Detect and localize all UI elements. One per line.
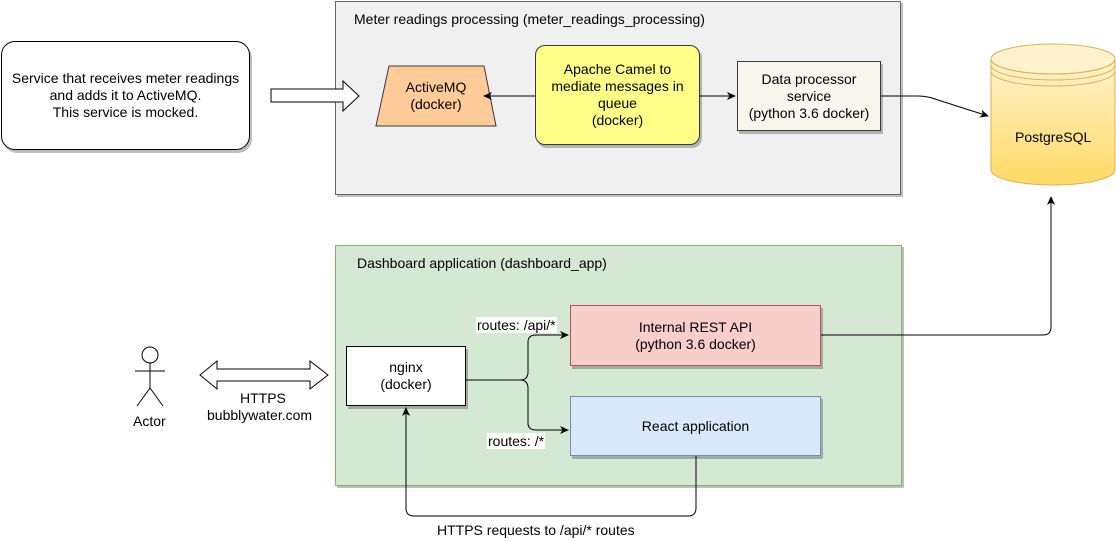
edge-react-to-nginx — [402, 407, 697, 517]
external-service-text: Service that receives meter readings and… — [11, 70, 240, 120]
postgresql-cylinder — [990, 43, 1116, 186]
nginx-label: nginx (docker) — [380, 359, 432, 392]
activemq-node: ActiveMQ (docker) — [380, 66, 492, 126]
external-service-box: Service that receives meter readings and… — [1, 41, 250, 150]
edge-processor-to-db — [881, 95, 989, 118]
activemq-label: ActiveMQ (docker) — [405, 79, 467, 112]
actor-figure — [135, 346, 165, 407]
meter-readings-group-title: Meter readings processing (meter_reading… — [354, 11, 705, 27]
route-api-label: routes: /api/* — [476, 317, 557, 333]
https-domain-label: bubblywater.com — [207, 407, 313, 423]
edge-restapi-to-db — [821, 196, 1055, 336]
edge-nginx-to-react — [466, 379, 569, 434]
rest-api-label: Internal REST API (python 3.6 docker) — [635, 318, 756, 352]
data-processor-node: Data processor service (python 3.6 docke… — [737, 61, 881, 131]
apache-camel-node: Apache Camel to mediate messages in queu… — [535, 45, 700, 145]
apache-camel-label: Apache Camel to mediate messages in queu… — [551, 61, 684, 128]
rest-api-node: Internal REST API (python 3.6 docker) — [570, 305, 821, 366]
dashboard-group-title: Dashboard application (dashboard_app) — [357, 255, 607, 271]
postgresql-label: PostgreSQL — [1015, 129, 1092, 145]
actor-label: Actor — [133, 413, 166, 429]
nginx-node: nginx (docker) — [346, 346, 466, 406]
react-app-node: React application — [570, 396, 821, 456]
https-double-arrow — [199, 359, 329, 391]
data-processor-label: Data processor service (python 3.6 docke… — [748, 70, 870, 121]
https-protocol-label: HTTPS — [240, 390, 286, 406]
block-arrow-to-activemq — [270, 79, 360, 113]
react-app-label: React application — [641, 417, 750, 434]
api-requests-label: HTTPS requests to /api/* routes — [436, 522, 636, 538]
edge-nginx-to-restapi — [466, 331, 569, 381]
route-root-label: routes: /* — [487, 433, 546, 449]
